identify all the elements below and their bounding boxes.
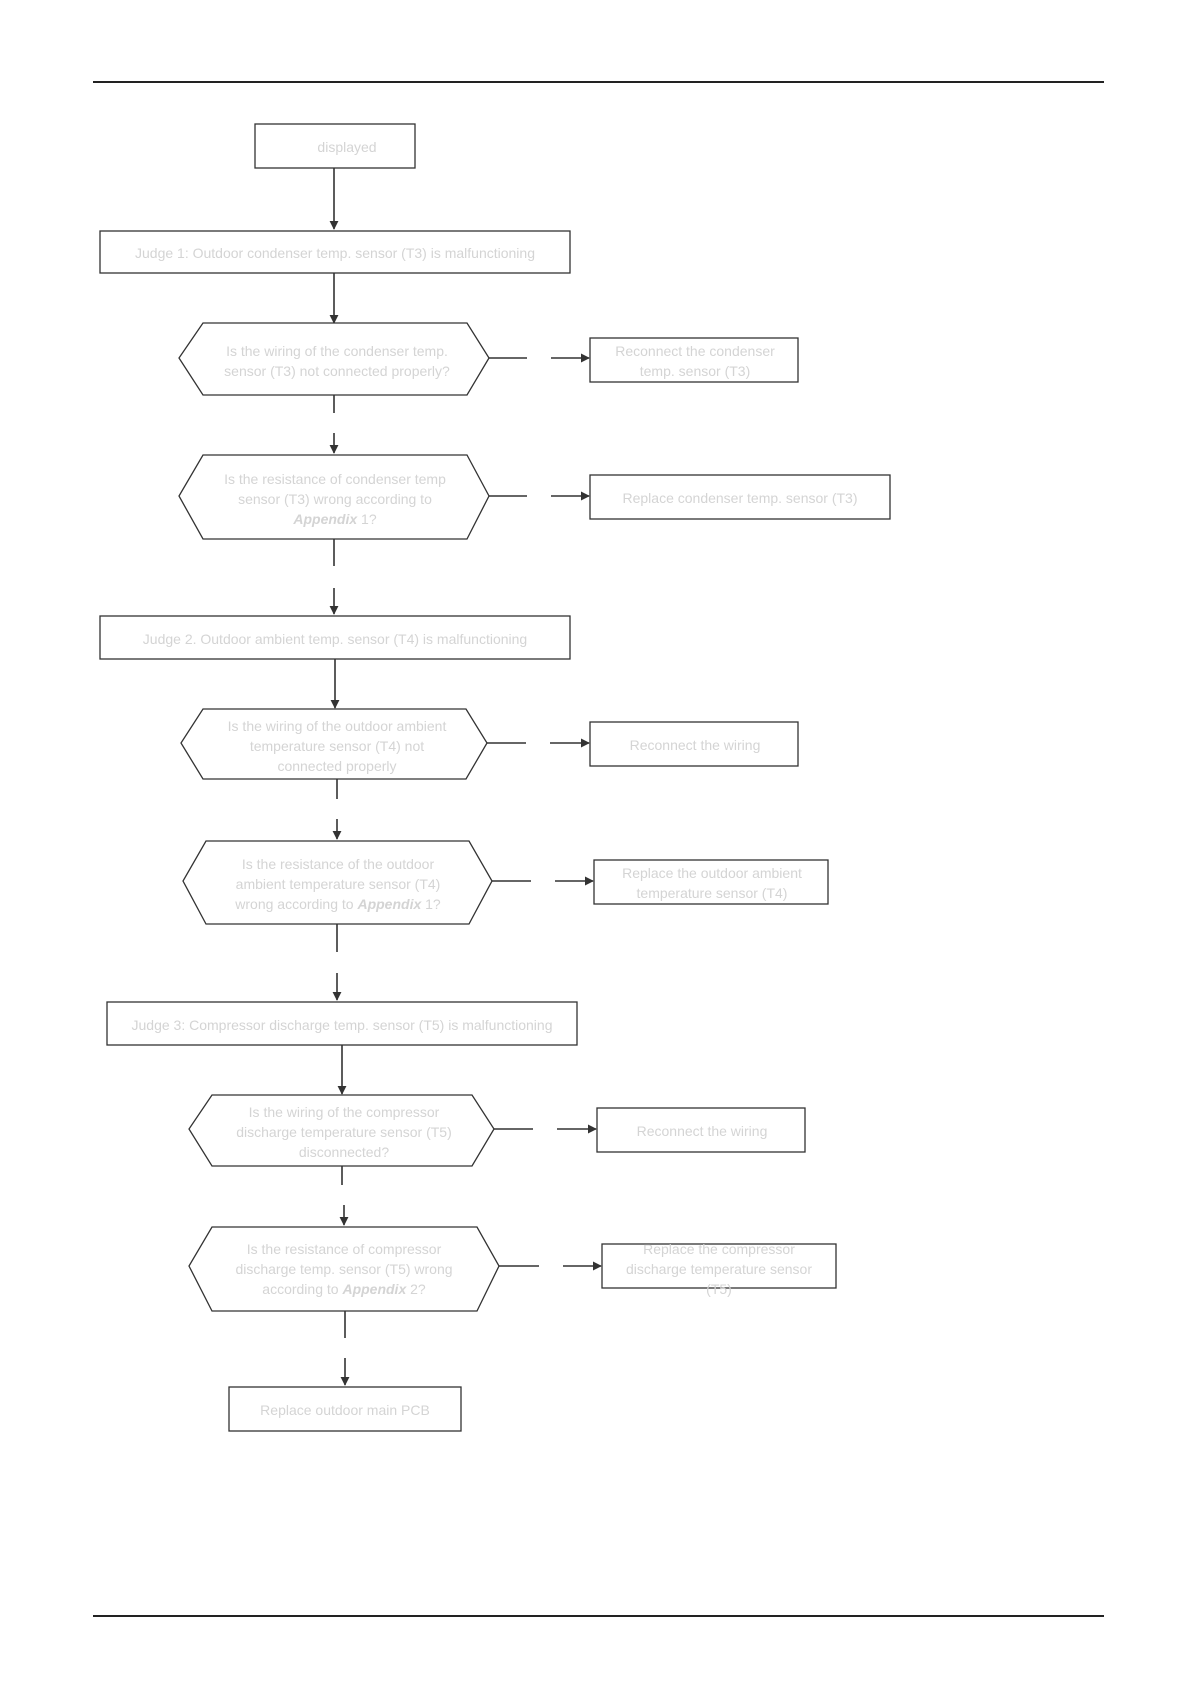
start-label: displayed (317, 139, 376, 155)
judge2-title: Judge 2. Outdoor ambient temp. sensor (T… (143, 631, 527, 647)
judge3-q2-line1: Is the resistance of compressor (247, 1241, 442, 1257)
judge1-title: Judge 1: Outdoor condenser temp. sensor … (135, 245, 535, 261)
start-box: displayed (254, 123, 416, 169)
judge2-a1-line1: Reconnect the wiring (630, 737, 761, 753)
judge2-q1-decision: Is the wiring of the outdoor ambient tem… (180, 708, 488, 780)
judge3-a1-line1: Reconnect the wiring (637, 1123, 768, 1139)
judge3-q2-line3: according to Appendix 2? (262, 1281, 426, 1297)
judge3-a2-line3: (T5) (706, 1281, 732, 1297)
judge2-a2-box: Replace the outdoor ambient temperature … (593, 859, 829, 905)
judge3-a2-line2: discharge temperature sensor (626, 1261, 812, 1277)
judge3-q1-decision: Is the wiring of the compressor discharg… (188, 1094, 495, 1167)
judge2-a2-line1: Replace the outdoor ambient (622, 865, 802, 881)
judge2-q2-line1: Is the resistance of the outdoor (242, 856, 435, 872)
judge3-q2-line2: discharge temp. sensor (T5) wrong (235, 1261, 452, 1277)
judge2-q1-line1: Is the wiring of the outdoor ambient (228, 718, 447, 734)
judge3-q1-line3: disconnected? (299, 1144, 390, 1160)
judge2-q1-line2: temperature sensor (T4) not (250, 738, 424, 754)
end-label: Replace outdoor main PCB (260, 1402, 430, 1418)
judge3-box: Judge 3: Compressor discharge temp. sens… (106, 1001, 578, 1046)
judge1-a2-box: Replace condenser temp. sensor (T3) (589, 474, 891, 520)
judge1-q1-line1: Is the wiring of the condenser temp. (226, 343, 448, 359)
judge1-q1-decision: Is the wiring of the condenser temp. sen… (178, 322, 490, 396)
judge3-title: Judge 3: Compressor discharge temp. sens… (132, 1017, 553, 1033)
judge3-a1-box: Reconnect the wiring (596, 1107, 806, 1153)
footer-rule (93, 1615, 1104, 1617)
judge1-q2-line2: sensor (T3) wrong according to (238, 491, 432, 507)
judge2-a1-box: Reconnect the wiring (589, 721, 799, 767)
judge1-a2-line1: Replace condenser temp. sensor (T3) (623, 490, 858, 506)
judge1-a1-box: Reconnect the condenser temp. sensor (T3… (589, 337, 799, 383)
header-rule (93, 81, 1104, 83)
judge2-box: Judge 2. Outdoor ambient temp. sensor (T… (99, 615, 571, 660)
judge1-a1-line2: temp. sensor (T3) (640, 363, 750, 379)
judge2-q1-line3: connected properly (277, 758, 396, 774)
judge3-q1-line2: discharge temperature sensor (T5) (236, 1124, 452, 1140)
judge2-q2-decision: Is the resistance of the outdoor ambient… (182, 840, 493, 925)
judge1-q2-line1: Is the resistance of condenser temp (224, 471, 446, 487)
judge3-q2-decision: Is the resistance of compressor discharg… (188, 1226, 500, 1312)
judge1-box: Judge 1: Outdoor condenser temp. sensor … (99, 230, 571, 274)
judge2-q2-line3: wrong according to Appendix 1? (234, 896, 441, 912)
judge1-a1-line1: Reconnect the condenser (615, 343, 775, 359)
judge2-q2-line2: ambient temperature sensor (T4) (236, 876, 441, 892)
judge1-q2-line3: Appendix 1? (292, 511, 376, 527)
judge3-a2-line1: Replace the compressor (643, 1241, 795, 1257)
judge2-a2-line2: temperature sensor (T4) (637, 885, 788, 901)
judge1-q2-decision: Is the resistance of condenser temp sens… (178, 454, 490, 540)
end-box: Replace outdoor main PCB (228, 1386, 462, 1432)
judge3-a2-box: Replace the compressor discharge tempera… (601, 1241, 837, 1297)
judge3-q1-line1: Is the wiring of the compressor (249, 1104, 440, 1120)
judge1-q1-line2: sensor (T3) not connected properly? (224, 363, 450, 379)
connectors (329, 168, 602, 1386)
